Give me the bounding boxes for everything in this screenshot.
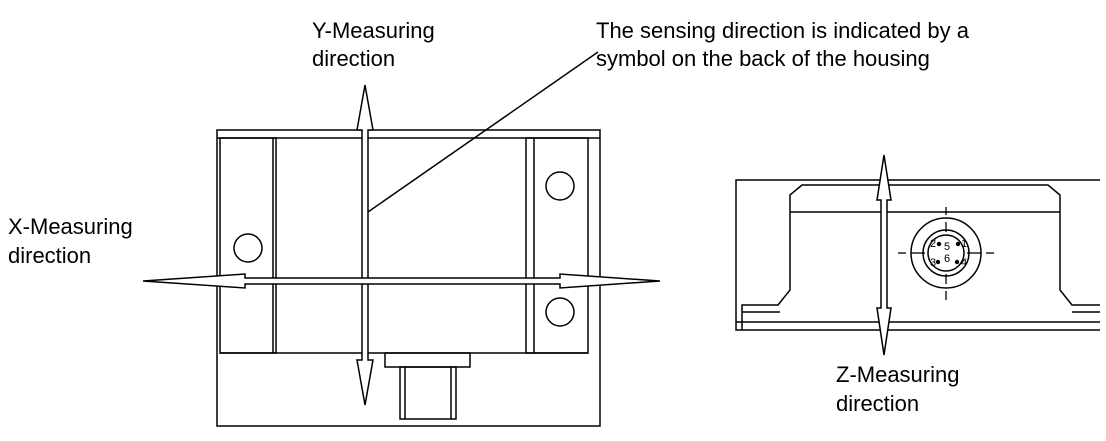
y-label-line2: direction: [312, 46, 396, 71]
z-label-line1: Z-Measuring: [836, 362, 960, 387]
pin-2: 2: [930, 238, 936, 250]
pin-1: 1: [961, 238, 967, 250]
mount-hole-left: [233, 233, 263, 263]
z-label-line2: direction: [836, 391, 920, 416]
connector-inner-ring: [927, 234, 965, 272]
note-leader-line: [367, 51, 599, 213]
connector-pin-labels: 2 5 1 3 6 4: [930, 238, 967, 269]
y-direction-arrow: [356, 84, 374, 406]
x-label-line1: X-Measuring: [8, 214, 133, 239]
connector-base: [384, 352, 471, 368]
pin-3: 3: [930, 257, 936, 269]
right-mounting-block: [525, 137, 589, 354]
connector-pin-dots: [935, 241, 961, 265]
x-label-line2: direction: [8, 243, 92, 268]
mount-hole-bottom-right: [545, 297, 575, 327]
connector-plug: [399, 366, 457, 420]
note-line1: The sensing direction is indicated by a: [596, 18, 969, 43]
housing-side-view: [735, 179, 1100, 331]
note-line2: symbol on the back of the housing: [596, 46, 930, 71]
left-mounting-block: [219, 137, 277, 354]
pin-6: 6: [944, 253, 950, 265]
y-label-line1: Y-Measuring: [312, 18, 435, 43]
z-direction-arrow: [876, 154, 892, 356]
mount-hole-top-right: [545, 171, 575, 201]
pin-5: 5: [944, 241, 950, 253]
x-direction-arrow: [142, 273, 661, 289]
pin-4: 4: [961, 257, 967, 269]
